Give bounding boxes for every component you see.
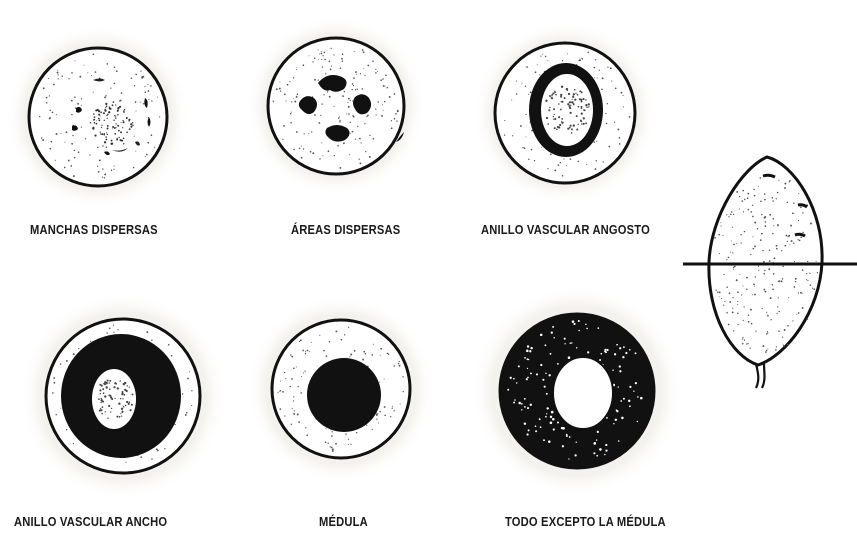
root-eye: [763, 175, 775, 177]
label-medula: MÉDULA: [319, 514, 368, 529]
pith-hole: [553, 357, 613, 429]
section-todo-excepto-la-medula: [500, 314, 654, 468]
section-manchas-dispersas: [29, 48, 167, 186]
root-tail: [756, 364, 765, 388]
root-eye: [795, 234, 805, 236]
label-areas-dispersas: ÁREAS DISPERSAS: [291, 222, 400, 237]
section-anillo-vascular-angosto: [495, 43, 635, 183]
section-anillo-vascular-ancho: [46, 319, 200, 473]
section-areas-dispersas: [268, 38, 404, 174]
label-anillo-vascular-angosto: ANILLO VASCULAR ANGOSTO: [481, 222, 650, 237]
section-medula: [272, 320, 410, 458]
label-manchas-dispersas: MANCHAS DISPERSAS: [30, 222, 158, 237]
section-outline: [268, 38, 404, 174]
section-outline: [29, 48, 167, 186]
sweet-potato-root: [683, 157, 857, 388]
root-outline: [709, 157, 822, 365]
label-anillo-vascular-ancho: ANILLO VASCULAR ANCHO: [14, 514, 167, 529]
pith-region: [307, 358, 381, 432]
label-todo-excepto-la-medula: TODO EXCEPTO LA MÉDULA: [505, 514, 666, 529]
